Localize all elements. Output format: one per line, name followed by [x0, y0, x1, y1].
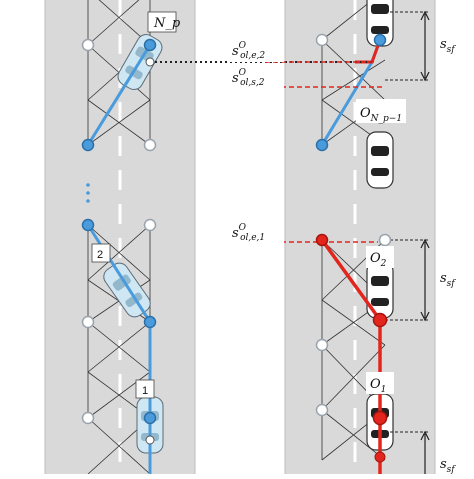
node-red: [374, 451, 386, 463]
right-road: [284, 0, 436, 474]
ssf-arrows: [420, 10, 430, 474]
ellipsis-dot: [86, 183, 90, 187]
tag-2: 2: [91, 243, 111, 263]
node-vehicle-center: [145, 57, 155, 67]
node-active: [143, 38, 157, 52]
node: [315, 33, 329, 47]
label-o1: O1: [366, 372, 394, 395]
label-ssf-bottom: ssf: [440, 457, 456, 474]
obstacle-vehicle-np-1: [366, 131, 394, 189]
right-nodes: [315, 33, 392, 463]
node: [81, 315, 95, 329]
node: [143, 218, 157, 232]
node-active: [315, 138, 329, 152]
label-o2: O2: [366, 246, 394, 269]
right-road-surface: [285, 0, 435, 474]
obstacle-vehicle-2: [366, 261, 394, 319]
node-active: [373, 33, 387, 47]
node-active: [143, 411, 157, 425]
node-active: [143, 315, 157, 329]
label-bg: [228, 40, 284, 62]
red-obstacle-path: [320, 238, 382, 474]
node-active: [81, 218, 95, 232]
tag-np: N_p: [147, 11, 181, 33]
ellipsis-dot: [86, 199, 90, 203]
tag-np-text: N_p: [153, 16, 181, 31]
label-ssf-mid: ssf: [440, 271, 456, 289]
node: [378, 233, 392, 247]
node-red: [372, 312, 388, 328]
right-lattice-edges: [321, 0, 386, 461]
node-red: [315, 233, 329, 247]
label-bg: [228, 222, 284, 244]
node-vehicle-center: [145, 435, 155, 445]
label-o-np-1-text: ON_p−1: [360, 106, 402, 124]
blue-ego-path: [86, 44, 152, 474]
tag-np-base: N_p: [153, 16, 181, 31]
node: [315, 338, 329, 352]
node-active: [81, 138, 95, 152]
node: [315, 403, 329, 417]
tag-1: 1: [135, 379, 155, 399]
ssf-brackets: [385, 11, 430, 433]
label-o-np-1: ON_p−1: [356, 99, 406, 124]
label-o2-text: O2: [370, 251, 387, 269]
tag-2-text: 2: [97, 249, 103, 261]
tag-1-text: 1: [142, 385, 148, 397]
label-o1-text: O1: [370, 377, 386, 395]
label-bg: [228, 67, 284, 89]
node: [81, 411, 95, 425]
node: [143, 138, 157, 152]
left-nodes: [81, 38, 157, 445]
node: [81, 38, 95, 52]
node-red: [372, 410, 388, 426]
ellipsis-dot: [86, 191, 90, 195]
label-ssf-top: ssf: [440, 37, 456, 55]
